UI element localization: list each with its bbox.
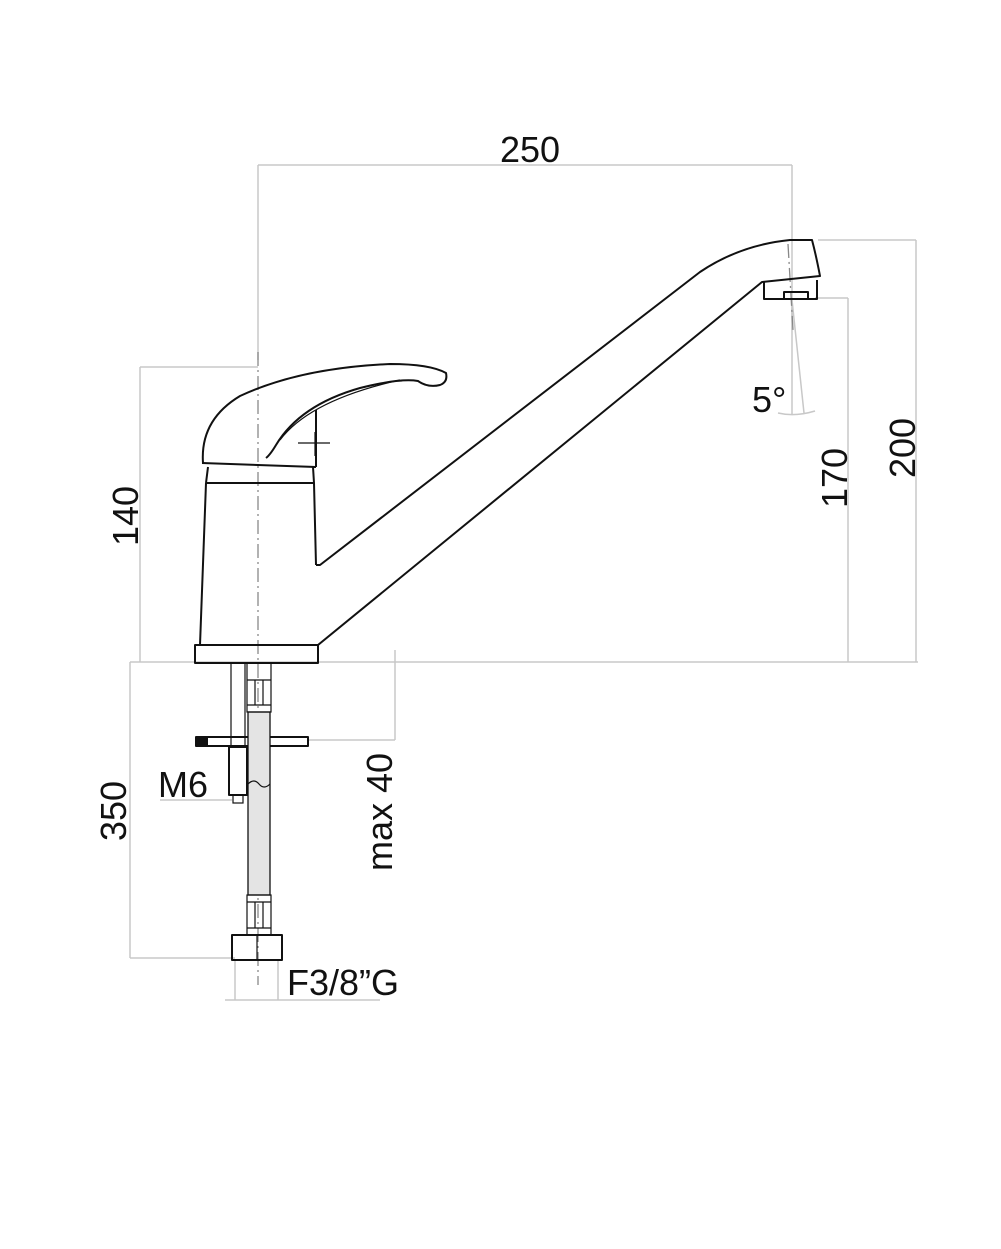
handle-axis-mark	[298, 432, 330, 456]
deck-thickness-label: max 40	[359, 753, 400, 871]
aerator-height-label: 170	[814, 448, 855, 508]
aerator-height-dimension-line	[815, 297, 849, 662]
hose-top-fitting-flats	[247, 679, 271, 706]
hose-bottom-fitting-flats	[247, 901, 271, 929]
spout-angle-label: 5°	[752, 379, 786, 420]
fixing-rod-label: M6	[158, 764, 208, 805]
reach-dimension-line	[257, 164, 793, 360]
lever-handle	[201, 363, 448, 464]
flexible-hose	[247, 711, 271, 896]
connection-extension-line	[225, 960, 380, 1001]
cartridge-cap	[201, 410, 317, 484]
base-plate	[194, 644, 319, 664]
installation-kit	[195, 662, 309, 961]
body-height-label: 140	[105, 486, 146, 546]
total-height-label: 200	[882, 418, 923, 478]
body-height-dimension-line	[139, 366, 258, 662]
aerator	[763, 280, 818, 300]
bracket-end	[196, 737, 208, 746]
hose-break-mark	[247, 780, 271, 788]
body-shell	[199, 482, 317, 646]
rod-end	[232, 794, 244, 804]
hose-connection-label: F3/8”G	[287, 962, 399, 1003]
hose-length-dimension-line	[129, 662, 235, 959]
hose-length-label: 350	[93, 781, 134, 841]
faucet-body	[194, 239, 821, 664]
deck-thickness-dimension-line	[308, 650, 396, 741]
hose-bottom-fitting	[246, 894, 272, 936]
hose-top-fitting	[246, 662, 272, 713]
spout	[316, 239, 821, 646]
fixing-nut	[228, 746, 248, 796]
fixing-rod	[230, 662, 246, 748]
lever-inner-line	[279, 379, 401, 441]
reach-label: 250	[500, 129, 560, 170]
total-height-dimension-line	[818, 239, 917, 662]
aerator-centerline	[787, 243, 794, 331]
